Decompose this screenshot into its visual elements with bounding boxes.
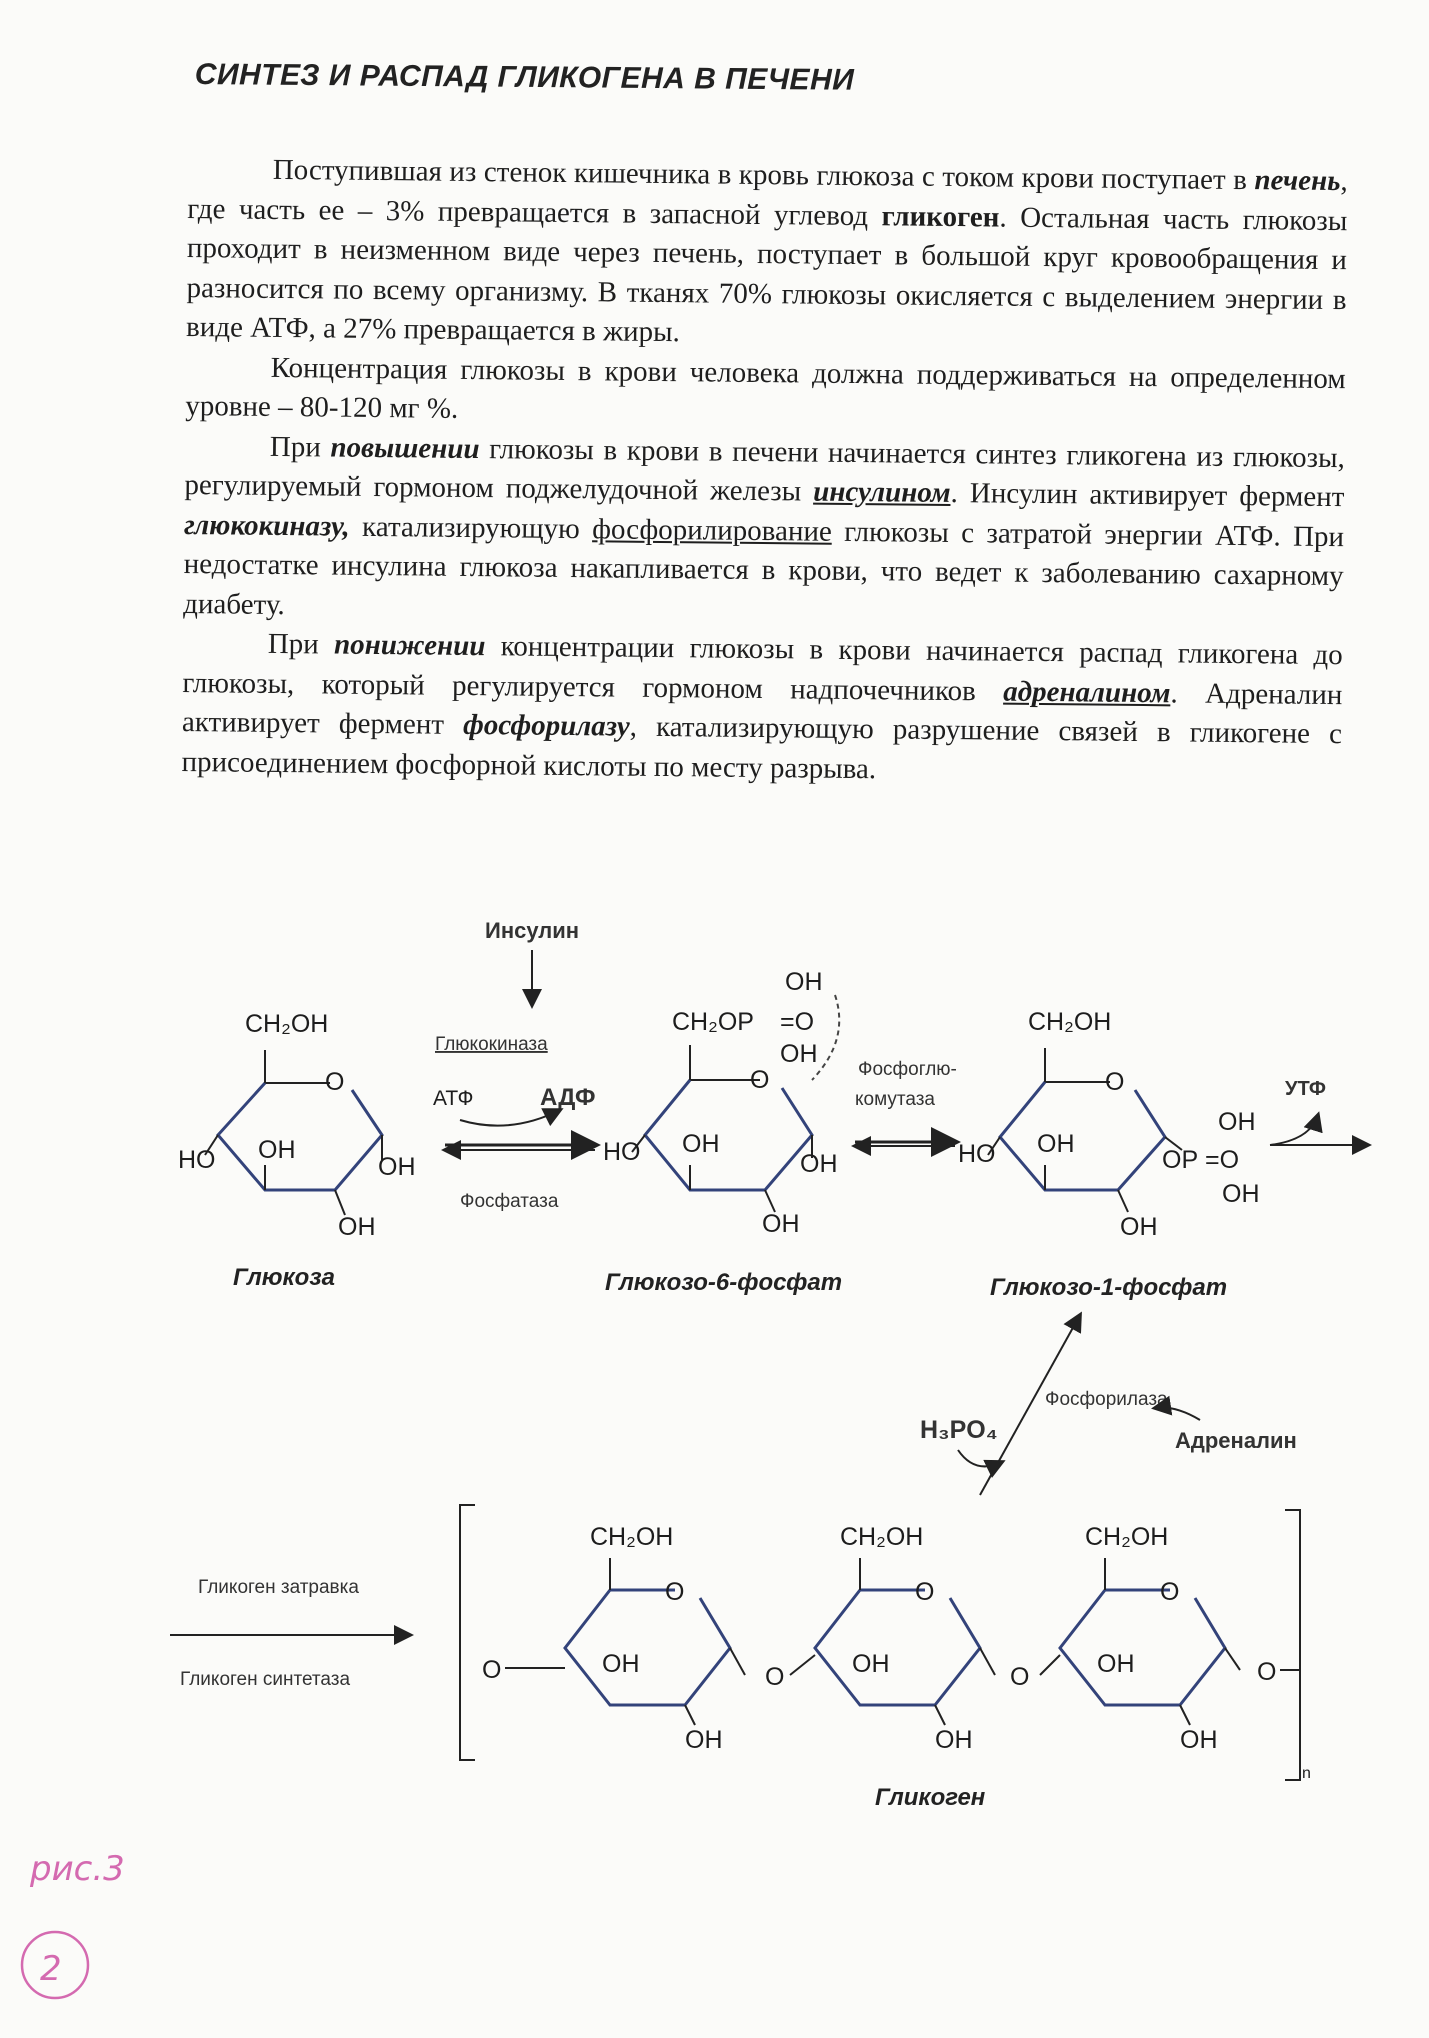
glycogen-o-left: O xyxy=(482,1656,501,1684)
glycogen-label: Гликоген xyxy=(875,1784,986,1811)
g1p-ring-o: O xyxy=(1105,1068,1124,1096)
glycogen-oh-c3: OH xyxy=(1097,1650,1135,1678)
g6p-oh-1: OH xyxy=(800,1150,838,1178)
atp-label: АТФ xyxy=(433,1087,473,1110)
glucose-label: Глюкоза xyxy=(233,1264,335,1291)
phosphorylase-label: Фосфорилаза xyxy=(1045,1389,1168,1410)
glucose-ch2oh: CH₂OH xyxy=(245,1010,328,1038)
glucose-oh-2: OH xyxy=(338,1213,376,1241)
g1p-p-oh-top: OH xyxy=(1218,1108,1256,1136)
glycogen-oh-b3: OH xyxy=(852,1650,890,1678)
glycogen-ring-o-3: O xyxy=(1160,1578,1179,1606)
glucose-structure xyxy=(204,1050,384,1216)
adrenaline-label: Адреналин xyxy=(1175,1428,1297,1453)
glycogen-ring-o-1: O xyxy=(665,1578,684,1606)
page-number-circle xyxy=(20,1930,90,2000)
utp-in-arrow xyxy=(1269,1111,1323,1146)
glycogen-o-link-2: O xyxy=(1010,1663,1029,1691)
g1p-ch2oh: CH₂OH xyxy=(1028,1008,1111,1036)
g1p-p-oh-bottom: OH xyxy=(1222,1180,1260,1208)
glycogen-oh-a2: OH xyxy=(685,1726,723,1754)
g6p-p-eq-o: =O xyxy=(780,1008,814,1036)
g1p-op: OP xyxy=(1162,1146,1198,1174)
glycogen-oh-a3: OH xyxy=(602,1650,640,1678)
glycogen-synthase-label: Гликоген синтетаза xyxy=(180,1669,350,1690)
glycogen-ch2oh-1: CH₂OH xyxy=(590,1523,673,1551)
g1p-label: Глюкозо-1-фосфат xyxy=(990,1274,1227,1301)
glycogen-ring-o-2: O xyxy=(915,1578,934,1606)
glycogen-primer-label: Гликоген затравка xyxy=(198,1577,359,1598)
g1p-p-eq-o: =O xyxy=(1205,1146,1239,1174)
glucose-ho: HO xyxy=(178,1146,216,1174)
g6p-oh-3: OH xyxy=(682,1130,720,1158)
g6p-ring-o: O xyxy=(750,1066,769,1094)
handwritten-fig-note: рис.3 xyxy=(29,1849,125,1889)
glycogen-o-link-1: O xyxy=(765,1663,784,1691)
glycogen-oh-c2: OH xyxy=(1180,1726,1218,1754)
h3po4-label: H₃PO₄ xyxy=(920,1416,998,1444)
g6p-p-oh-bottom: OH xyxy=(780,1040,818,1068)
phosphoglucomutase-label-1: Фосфоглю- xyxy=(858,1059,957,1080)
glucokinase-label: Глюкокиназа xyxy=(435,1034,548,1055)
g1p-structure xyxy=(987,1048,1183,1213)
g6p-label: Глюкозо-6-фосфат xyxy=(605,1269,842,1296)
g6p-ho: HO xyxy=(603,1138,641,1166)
glucose-ring-o: O xyxy=(325,1068,344,1096)
glucose-oh-1: OH xyxy=(378,1153,416,1181)
glycogen-ch2oh-3: CH₂OH xyxy=(1085,1523,1168,1551)
atp-adp-arrow xyxy=(459,1108,564,1127)
glucose-oh-3: OH xyxy=(258,1136,296,1164)
adp-label: АДФ xyxy=(540,1084,596,1111)
glycogen-n: n xyxy=(1302,1765,1311,1782)
utp-label: УТФ xyxy=(1285,1078,1326,1100)
g6p-oh-2: OH xyxy=(762,1210,800,1238)
g1p-ho: HO xyxy=(958,1140,996,1168)
phosphoglucomutase-label-2: комутаза xyxy=(855,1089,935,1110)
g1p-oh-2: OH xyxy=(1120,1213,1158,1241)
insulin-label: Инсулин xyxy=(485,918,579,943)
g6p-ch2op: CH₂OP xyxy=(672,1008,754,1036)
adrenaline-arrow xyxy=(1151,1395,1201,1421)
glycogen-structure xyxy=(459,1504,1301,1781)
glycogen-oh-b2: OH xyxy=(935,1726,973,1754)
g6p-structure xyxy=(631,994,841,1213)
g1p-oh-3: OH xyxy=(1037,1130,1075,1158)
g6p-p-oh-top: OH xyxy=(785,968,823,996)
handwritten-page-number: 2 xyxy=(40,1949,62,1989)
glycogen-ch2oh-2: CH₂OH xyxy=(840,1523,923,1551)
h3po4-arrow xyxy=(957,1449,1006,1478)
glycogen-o-right: O xyxy=(1257,1658,1276,1686)
phosphatase-label: Фосфатаза xyxy=(460,1191,559,1212)
